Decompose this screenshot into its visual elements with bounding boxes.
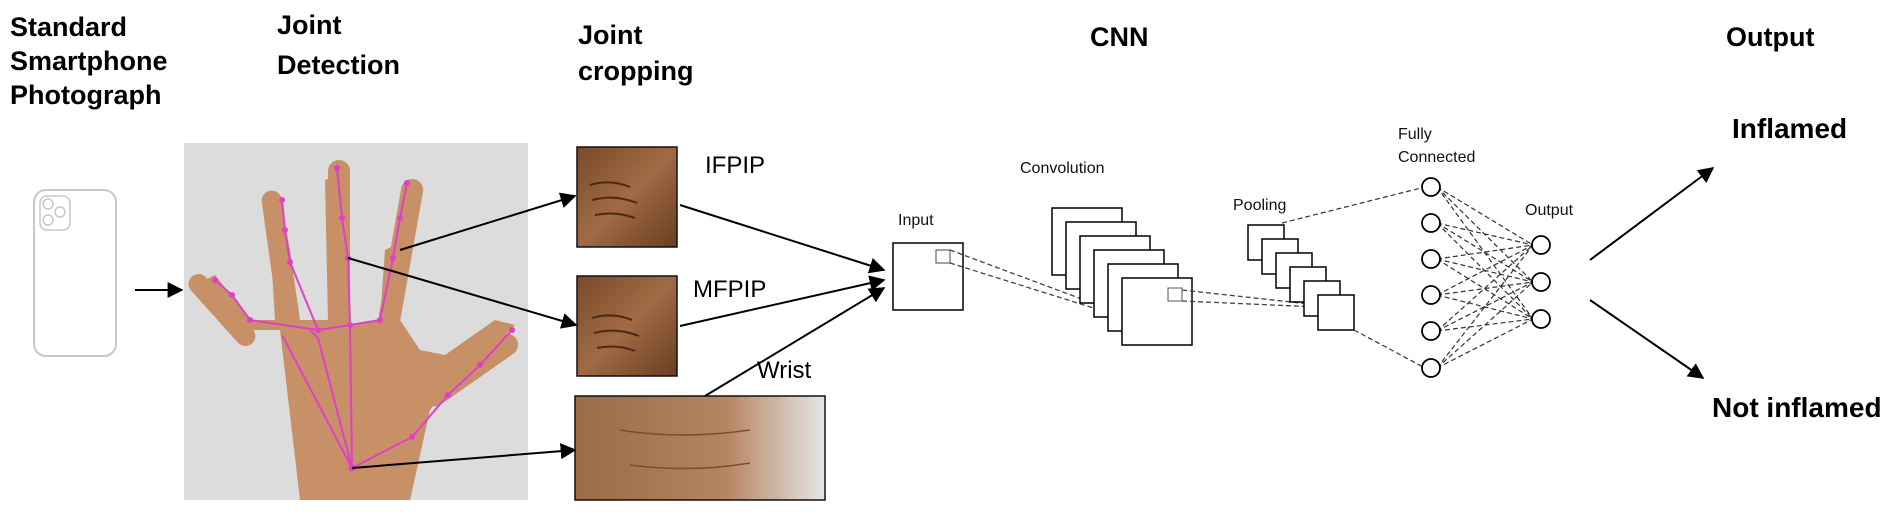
cnn-label-input: Input	[898, 212, 934, 229]
cnn-input-layer	[892, 242, 964, 311]
crop-label-wrist: Wrist	[757, 357, 812, 384]
header-photo-line1: Standard	[10, 12, 128, 42]
crop-ifpip-image	[576, 146, 678, 248]
smartphone-icon	[33, 189, 117, 357]
cnn-fully-connected-nodes	[1421, 177, 1441, 378]
outcome-not-inflamed: Not inflamed	[1712, 392, 1882, 423]
arrow-ifpip-crop	[399, 192, 577, 251]
hand-photo	[184, 143, 528, 500]
cnn-convolution-stack	[1051, 207, 1193, 346]
arrow-mfpip-to-input	[679, 275, 886, 327]
arrow-wrist-to-input	[704, 287, 886, 397]
cnn-label-fully-connected-line1: Fully	[1398, 126, 1432, 143]
arrow-ifpip-to-input	[679, 204, 886, 274]
cnn-label-output: Output	[1525, 202, 1574, 219]
header-photo-line3: Photograph	[10, 80, 162, 110]
crop-label-ifpip: IFPIP	[705, 152, 766, 179]
arrow-wrist-crop	[351, 443, 577, 469]
cnn-label-pooling: Pooling	[1233, 197, 1287, 214]
header-output: Output	[1726, 22, 1815, 52]
arrow-to-not-inflamed	[1589, 299, 1705, 379]
arrow-to-inflamed	[1589, 167, 1715, 261]
outcome-inflamed: Inflamed	[1732, 113, 1848, 144]
header-cropping-line2: cropping	[578, 56, 694, 86]
cnn-label-convolution: Convolution	[1020, 160, 1105, 177]
header-detection-line2: Detection	[277, 50, 401, 80]
header-photo-line2: Smartphone	[10, 46, 168, 76]
cnn-pooling-stack	[1247, 224, 1355, 331]
crop-wrist-image	[574, 395, 826, 501]
cnn-output-nodes	[1531, 235, 1551, 329]
crop-mfpip-image	[576, 275, 678, 377]
header-detection-line1: Joint	[277, 10, 342, 40]
crop-label-mfpip: MFPIP	[693, 276, 767, 303]
header-cropping-line1: Joint	[578, 20, 643, 50]
cnn-label-fully-connected-line2: Connected	[1398, 149, 1476, 166]
header-cnn: CNN	[1090, 22, 1149, 52]
cnn-dense-connections	[1281, 186, 1534, 369]
arrow-mfpip-crop	[347, 257, 578, 329]
